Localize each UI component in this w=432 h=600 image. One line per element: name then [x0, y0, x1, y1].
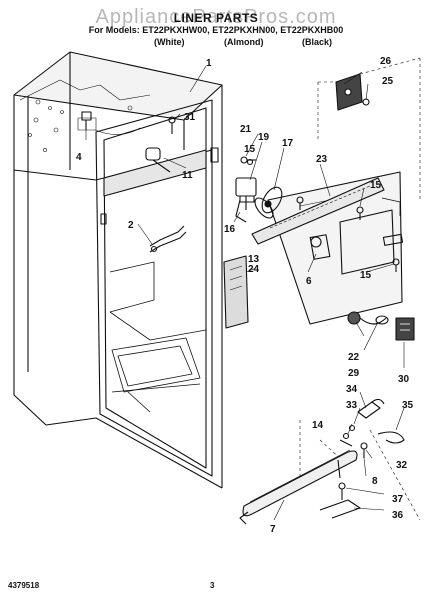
- part-35-wire: [377, 431, 405, 444]
- callout-16: 16: [224, 224, 236, 235]
- part-16-bracket: [235, 199, 247, 223]
- part-32-fitting: [360, 442, 368, 458]
- color-label-black: (Black): [302, 37, 333, 47]
- callout-36: 36: [392, 510, 404, 521]
- callout-37: 37: [392, 494, 404, 505]
- part-4-fastener: [81, 111, 92, 130]
- callout-31: 31: [184, 112, 196, 123]
- callout-13: 13: [248, 254, 260, 265]
- callout-33: 33: [346, 400, 358, 411]
- part-13-air-duct: [223, 255, 249, 329]
- callout-11: 11: [182, 170, 193, 181]
- callout-15-b: 15: [370, 180, 382, 191]
- callout-17: 17: [282, 138, 294, 149]
- part-22-defrost-sensor: [347, 311, 389, 325]
- watermark: AppliancePartsPros.com: [95, 6, 337, 28]
- part-11-thermostat: [145, 147, 171, 173]
- callout-29: 29: [348, 368, 360, 379]
- callout-15-a: 15: [244, 144, 256, 155]
- callout-35: 35: [402, 400, 414, 411]
- part-19-fan-motor: [235, 177, 257, 210]
- part-30-connector: [395, 317, 415, 341]
- callout-22: 22: [348, 352, 360, 363]
- callout-24: 24: [248, 264, 260, 275]
- part-36-bracket: [319, 499, 361, 519]
- part-37-screw: [338, 482, 346, 500]
- part-34-clip: [357, 398, 385, 419]
- part-14-heater-end: [339, 432, 353, 447]
- part-26-bracket: [335, 73, 370, 111]
- callout-8: 8: [372, 476, 378, 487]
- part-17-fan-blade: [254, 186, 283, 219]
- page-number: 3: [210, 581, 215, 590]
- color-label-white: (White): [154, 37, 185, 47]
- callout-19: 19: [258, 132, 270, 143]
- callout-14: 14: [312, 420, 324, 431]
- document-number: 4379518: [8, 581, 40, 590]
- callout-1: 1: [206, 58, 212, 69]
- model-list: For Models: ET22PKXHW00, ET22PKXHN00, ET…: [88, 25, 344, 35]
- callout-34: 34: [346, 384, 358, 395]
- part-31-screw: [168, 116, 176, 134]
- callout-26: 26: [380, 56, 392, 67]
- evaporator-cover: [267, 171, 404, 325]
- part-23-shroud: [251, 177, 385, 245]
- part-7-defrost-heater: [239, 449, 358, 525]
- callout-23: 23: [316, 154, 328, 165]
- callout-6: 6: [306, 276, 312, 287]
- callout-2: 2: [128, 220, 134, 231]
- callout-21: 21: [240, 124, 252, 135]
- color-label-almond: (Almond): [224, 37, 264, 47]
- callout-4: 4: [76, 152, 82, 163]
- callout-15-c: 15: [360, 270, 372, 281]
- part-33-washer: [348, 424, 356, 432]
- liner-cabinet: [13, 51, 223, 489]
- callout-32: 32: [396, 460, 408, 471]
- callout-7: 7: [270, 524, 276, 535]
- part-2-bracket: [149, 225, 187, 253]
- diagram-title: LINER PARTS: [173, 11, 259, 25]
- callout-25: 25: [382, 76, 394, 87]
- callout-30: 30: [398, 374, 410, 385]
- part-15-screws: [246, 158, 400, 272]
